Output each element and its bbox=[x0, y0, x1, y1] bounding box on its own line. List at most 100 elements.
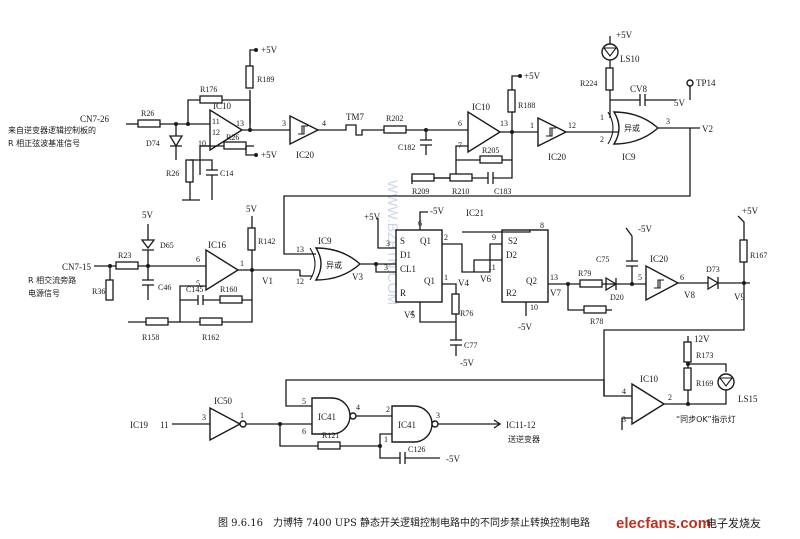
ff-cl1: CL1 bbox=[400, 264, 416, 274]
diode-d65 bbox=[140, 224, 156, 266]
label-ic21: IC21 bbox=[466, 208, 484, 218]
label-r173: R173 bbox=[696, 351, 713, 360]
label-ic20a: IC20 bbox=[296, 150, 315, 160]
label-r76: R76 bbox=[460, 309, 473, 318]
cap-c183 bbox=[434, 132, 513, 184]
wire-p5-6 bbox=[737, 215, 745, 240]
wire-ls15b bbox=[688, 390, 727, 405]
label-r121: R121 bbox=[322, 431, 339, 440]
resistor-r167 bbox=[739, 239, 748, 263]
label-r202: R202 bbox=[386, 114, 403, 123]
supply-m5-1: -5V bbox=[430, 206, 444, 216]
node-v4: V4 bbox=[458, 278, 469, 288]
label-ic16: IC16 bbox=[208, 240, 227, 250]
ff-r2: R2 bbox=[506, 288, 517, 298]
flipflop-1 bbox=[395, 229, 443, 303]
wire-ic9b-in2 bbox=[299, 270, 312, 277]
wire-v2-return bbox=[283, 128, 691, 255]
node-dot bbox=[254, 48, 258, 52]
resistor-r36 bbox=[105, 279, 114, 301]
ff-r: R bbox=[400, 288, 406, 298]
pin: 5 bbox=[302, 397, 306, 406]
label-r26a: R26 bbox=[141, 109, 154, 118]
pin: 2 bbox=[444, 233, 448, 242]
supply-m5-2: -5V bbox=[460, 358, 474, 368]
resistor-r188 bbox=[507, 89, 516, 113]
label-r26c: R26 bbox=[166, 169, 179, 178]
wire-p5-3 bbox=[511, 75, 520, 90]
cap-c182 bbox=[420, 130, 432, 155]
label-ic41a: IC41 bbox=[318, 412, 336, 422]
label-tm7: TM7 bbox=[346, 112, 365, 122]
xor-curve bbox=[309, 247, 316, 281]
label-r167: R167 bbox=[750, 251, 767, 260]
supply-m5-4: -5V bbox=[638, 224, 652, 234]
label-r26b: R26 bbox=[226, 133, 239, 142]
label-r79: R79 bbox=[578, 269, 591, 278]
resistor-r209 bbox=[411, 173, 435, 182]
wire-p5-5 bbox=[377, 218, 396, 249]
nand-bubble bbox=[349, 412, 357, 420]
wire-ff2-d bbox=[474, 243, 502, 273]
inverter-ic50 bbox=[209, 406, 242, 442]
node-v3: V3 bbox=[352, 272, 363, 282]
pin: 12 bbox=[212, 128, 220, 137]
input-cn726-label: CN7-26 bbox=[80, 114, 109, 124]
wire-ic10c-in2 bbox=[621, 417, 632, 430]
label-c182: C182 bbox=[398, 143, 415, 152]
label-c126: C126 bbox=[408, 445, 425, 454]
node-v1: V1 bbox=[262, 276, 273, 286]
schmitt-symbol bbox=[298, 125, 308, 135]
cap-c46 bbox=[142, 266, 154, 300]
pin: 3 bbox=[282, 119, 286, 128]
wire-r162 bbox=[179, 300, 200, 323]
pin: 2 bbox=[600, 135, 604, 144]
pin: 11 bbox=[212, 117, 220, 126]
wire-to-ic41a bbox=[285, 379, 605, 407]
resistor-r142 bbox=[247, 227, 256, 251]
xor-label-lower: 异或 bbox=[326, 260, 342, 270]
ff-d1: D1 bbox=[400, 250, 411, 260]
pin: 1 bbox=[530, 121, 534, 130]
xor-gate-ic9-top bbox=[612, 111, 660, 145]
wire-v3-cl bbox=[375, 264, 396, 273]
ff-d2: D2 bbox=[506, 250, 517, 260]
resistor-r26a bbox=[137, 119, 161, 128]
resistor-r23 bbox=[115, 261, 139, 270]
wire-r121 bbox=[279, 424, 318, 447]
schmitt-symbol bbox=[654, 279, 664, 289]
pin: 3 bbox=[386, 239, 390, 248]
label-cv8: CV8 bbox=[630, 84, 648, 94]
wire-p5-1 bbox=[249, 49, 256, 66]
resistor-r189 bbox=[245, 65, 254, 89]
label-d65: D65 bbox=[160, 241, 174, 250]
wire-c75-top bbox=[625, 227, 633, 237]
node-v5: V5 bbox=[404, 310, 415, 320]
label-tp14: TP14 bbox=[696, 78, 716, 88]
ff-s2: S2 bbox=[508, 236, 518, 246]
pin: 3 bbox=[202, 413, 206, 422]
pin: 2 bbox=[668, 393, 672, 402]
pin: 1 bbox=[600, 113, 604, 122]
pin: 6 bbox=[458, 119, 462, 128]
wire-r76 bbox=[419, 302, 457, 323]
ff-q1: Q1 bbox=[424, 276, 435, 286]
wire-ff1-q bbox=[442, 283, 457, 294]
led-symbol bbox=[602, 47, 618, 57]
pin: 4 bbox=[410, 309, 414, 318]
label-ic50: IC50 bbox=[214, 396, 233, 406]
resistor-r26c bbox=[185, 159, 194, 183]
resistor-r160 bbox=[219, 295, 243, 304]
pin: 1 bbox=[240, 411, 244, 420]
wire-ff2-cl bbox=[473, 259, 502, 272]
pin: 3 bbox=[436, 411, 440, 420]
wire-p5-2b bbox=[245, 146, 254, 156]
pin: 12 bbox=[568, 121, 576, 130]
input-cn715-desc2: 电源信号 bbox=[28, 288, 60, 298]
input-cn726-desc1: 来自逆变器逻辑控制板的 bbox=[8, 125, 96, 135]
label-c14: C14 bbox=[220, 169, 233, 178]
resistor-r76 bbox=[451, 293, 460, 315]
label-ic41b: IC41 bbox=[398, 420, 416, 430]
node-dot bbox=[278, 422, 282, 426]
pin: 10 bbox=[530, 303, 538, 312]
